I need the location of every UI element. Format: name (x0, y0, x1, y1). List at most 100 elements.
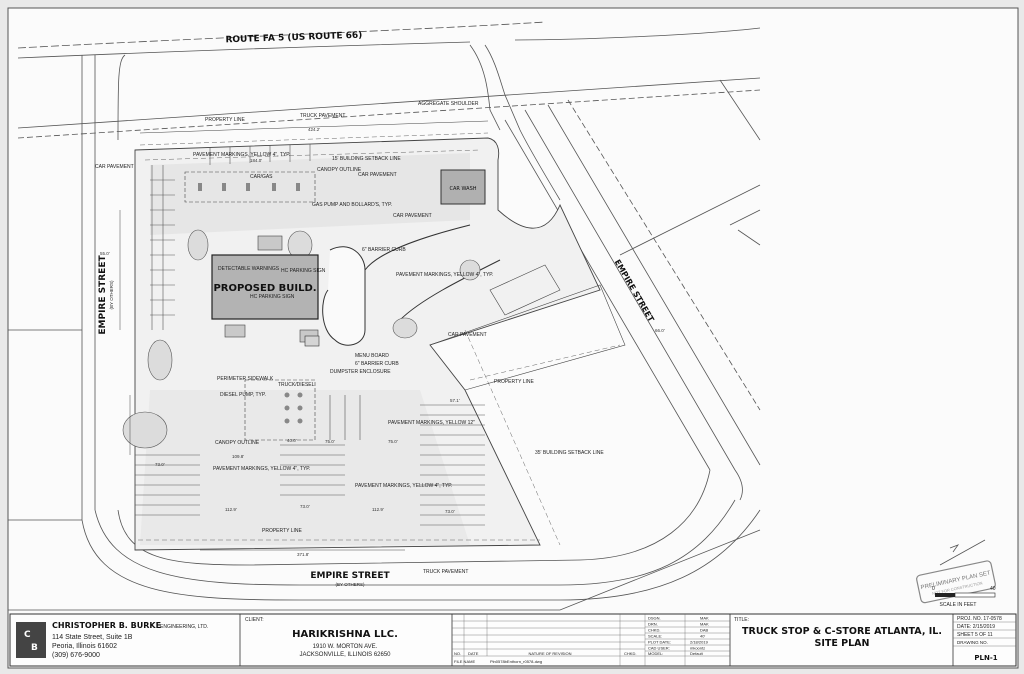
label-menu-board: MENU BOARD (355, 353, 389, 359)
meta-rows: DSGN. MAK DRN. MAK CHKD. DAB SCALE: 40' … (648, 616, 709, 657)
meta-key: DSGN. (648, 616, 661, 621)
dim-571: 57.1' (450, 398, 460, 403)
dim-184: 184.0' (250, 158, 262, 163)
drawing-no-label: DRAWING NO. (957, 640, 988, 645)
scale-label: SCALE IN FEET (940, 602, 977, 608)
firm-suffix: ENGINEERING, LTD. (160, 624, 208, 630)
rev-date: DATE (468, 651, 479, 656)
rev-chkd: CHKD. (624, 651, 636, 656)
scale-bar: 0 40 SCALE IN FEET (932, 586, 996, 608)
dimension-lines (119, 120, 489, 551)
dim-75b: 75.0' (388, 439, 398, 444)
label-property-line-bottom: PROPERTY LINE (262, 528, 302, 534)
planting-islands (122, 229, 481, 449)
label-pavement-markings-4: PAVEMENT MARKINGS, YELLOW 4", TYP. (213, 466, 310, 472)
label-truck-pavement-top: TRUCK PAVEMENT (300, 113, 345, 119)
meta-val: MAK (700, 622, 709, 627)
label-canopy-outline-1: CANOPY OUTLINE (317, 167, 362, 173)
rev-no: NO. (454, 651, 461, 656)
label-pavement-markings-5: PAVEMENT MARKINGS, YELLOW 4", TYP. (355, 483, 452, 489)
label-property-line-mid: PROPERTY LINE (494, 379, 534, 385)
label-car-pavement-2: CAR PAVEMENT (393, 213, 432, 219)
label-hc-parking-2: HC PARKING SIGN (250, 294, 295, 300)
dim-1129a: 112.9' (225, 507, 237, 512)
street-label-bottom-sub: (BY OTHERS) (336, 582, 365, 587)
label-car-pavement-1: CAR PAVEMENT (358, 172, 397, 178)
road-linework (8, 21, 761, 611)
label-car-gas: CAR/GAS (250, 174, 273, 180)
meta-key: CAD USER: (648, 646, 670, 651)
label-building-setback-right: 35' BUILDING SETBACK LINE (535, 450, 604, 456)
boundary-polygons (429, 264, 626, 391)
label-pavement-markings-2: PAVEMENT MARKINGS, YELLOW 4", TYP. (396, 272, 493, 278)
title-label: TITLE: (734, 617, 749, 623)
label-gas-pump: GAS PUMP AND BOLLARD'S, TYP. (312, 202, 392, 208)
firm-addr2: Peoria, Illinois 61602 (52, 643, 117, 650)
meta-val: DAB (700, 628, 709, 633)
meta-val: Default (690, 651, 704, 656)
north-arrow (939, 539, 986, 566)
meta-key: MODEL: (648, 651, 663, 656)
label-truck-pavement-bottom: TRUCK PAVEMENT (423, 569, 468, 575)
svg-text:B: B (31, 643, 38, 653)
title-block: C B CHRISTOPHER B. BURKE ENGINEERING, LT… (9, 613, 1017, 667)
meta-val: 40' (700, 634, 705, 639)
street-label-left-sub: (BY OTHERS) (109, 280, 114, 309)
client-addr2: JACKSONVILLE, ILLINOIS 62650 (299, 652, 391, 658)
label-dumpster: DUMPSTER ENCLOSURE (330, 369, 391, 375)
setback-lines (138, 132, 621, 546)
label-property-line-top: PROPERTY LINE (205, 117, 245, 123)
proj-no: PROJ. NO. 17-0578 (957, 616, 1002, 622)
label-pavement-markings-1: PAVEMENT MARKINGS, YELLOW 4", TYP. (193, 152, 290, 158)
dim-40: 40.0' (287, 438, 297, 443)
scale-right: 40 (990, 586, 996, 592)
label-diesel-pump: DIESEL PUMP, TYP. (220, 392, 266, 398)
street-label-bottom: EMPIRE STREET (310, 571, 390, 581)
dim-3718: 371.8' (297, 552, 309, 557)
firm-name: CHRISTOPHER B. BURKE (52, 621, 161, 630)
dim-109: 109.8' (232, 454, 244, 459)
car-wash (440, 169, 486, 205)
gas-pumps (198, 183, 303, 424)
scale-left: 0 (932, 586, 935, 592)
file-name-label: FILE NAME (454, 659, 475, 664)
client-name: HARIKRISHNA LLC. (292, 629, 398, 640)
label-canopy-outline-2: CANOPY OUTLINE (215, 440, 260, 446)
title-line-1: TRUCK STOP & C-STORE ATLANTA, IL. (742, 626, 942, 637)
dim-73b: 73.0' (300, 504, 310, 509)
dim-73a: 73.0' (155, 462, 165, 467)
label-perimeter-sidewalk: PERIMETER SIDEWALK (217, 376, 274, 382)
drawing-no: PLN-1 (974, 654, 997, 662)
meta-key: SCALE: (648, 634, 662, 639)
dimension-labels: 424.2' 184.0' 55.0' 109.8' 75.0' 75.0' 7… (100, 127, 665, 557)
label-barrier-curb-2: 6" BARRIER CURB (355, 361, 399, 367)
label-truck-diesel: TRUCK/DIESEL (278, 382, 315, 388)
label-hc-parking-1: HC PARKING SIGN (281, 268, 326, 274)
dim-424: 424.2' (308, 127, 320, 132)
callout-labels: PROPERTY LINE TRUCK PAVEMENT AGGREGATE S… (95, 101, 604, 575)
label-aggregate-shoulder: AGGREGATE SHOULDER (418, 101, 479, 107)
site-pavement (134, 137, 601, 551)
label-pavement-markings-3: PAVEMENT MARKINGS, YELLOW 12" (388, 420, 475, 426)
sheet-number: SHEET 5 OF 11 (957, 632, 993, 638)
dumpster-enclosure (304, 335, 320, 347)
dim-75a: 75.0' (325, 439, 335, 444)
dim-73c: 73.0' (445, 509, 455, 514)
parking-stripes (135, 144, 485, 526)
meta-key: PLOT DATE: (648, 640, 671, 645)
meta-val: MAK (700, 616, 709, 621)
client-label: CLIENT: (245, 617, 264, 623)
sheet-date: DATE: 2/15/2019 (957, 624, 995, 630)
proposed-building (211, 254, 319, 320)
svg-text:C: C (24, 630, 31, 640)
label-barrier-curb-1: 6" BARRIER CURB (362, 247, 406, 253)
rev-nature: NATURE OF REVISION (528, 651, 571, 656)
firm-phone: (309) 676-9000 (52, 652, 100, 659)
dim-55: 55.0' (100, 251, 110, 256)
dim-660: 66.0' (655, 328, 665, 333)
meta-key: DRN. (648, 622, 658, 627)
road-label-route66: ROUTE FA 5 (US ROUTE 66) (225, 31, 362, 46)
building-label: PROPOSED BUILD. (213, 283, 316, 294)
meta-key: CHKD. (648, 628, 660, 633)
